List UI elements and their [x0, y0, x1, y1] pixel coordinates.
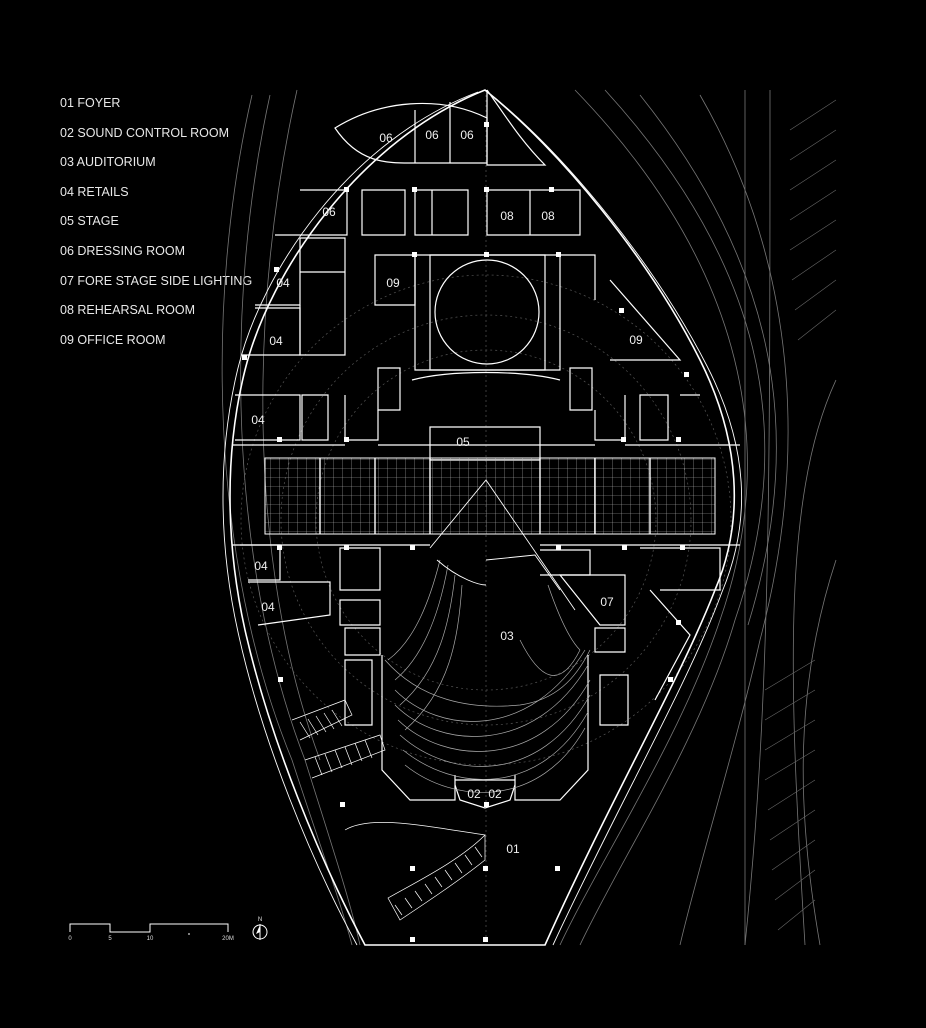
foyer-stairs — [291, 699, 486, 921]
scale-tick-20m: 20M — [222, 936, 234, 942]
building-shell — [222, 89, 743, 946]
scale-tick-5: 5 — [108, 936, 112, 942]
room-label-fore-stage-lighting: 07 — [600, 595, 614, 609]
room-label-rehearsal-b: 08 — [541, 209, 555, 223]
room-label-rehearsal-a: 08 — [500, 209, 514, 223]
scale-bar: 0 5 10 20M — [68, 923, 234, 942]
hatch-lines — [764, 99, 837, 931]
legend-item-dressing-room: 06 DRESSING ROOM — [60, 243, 186, 258]
legend-item-rehearsal-room: 08 REHEARSAL ROOM — [60, 303, 195, 318]
room-label-office-a: 09 — [386, 276, 400, 290]
room-label-foyer: 01 — [506, 842, 520, 856]
dressing-rooms-top — [334, 89, 547, 166]
legend-item-foyer: 01 FOYER — [60, 96, 121, 110]
room-label-dressing-d: 06 — [322, 205, 336, 219]
stage-band — [232, 444, 740, 546]
room-label-sound-control-a: 02 — [467, 787, 481, 801]
legend-item-retails: 04 RETAILS — [60, 184, 129, 199]
room-label-retail-b: 04 — [269, 334, 283, 348]
legend-item-fore-stage-side-lighting: 07 FORE STAGE SIDE LIGHTING — [60, 273, 253, 288]
room-label-dressing-b: 06 — [425, 128, 439, 142]
scale-tick-10: 10 — [147, 936, 154, 942]
room-label-retail-c: 04 — [251, 413, 265, 427]
room-label-dressing-c: 06 — [460, 128, 474, 142]
room-label-dressing-a: 06 — [379, 131, 393, 145]
room-label-stage: 05 — [456, 435, 470, 449]
legend: 01 FOYER 02 SOUND CONTROL ROOM 03 AUDITO… — [60, 96, 252, 362]
north-arrow-icon: N — [252, 917, 268, 940]
landscape-lines — [221, 89, 837, 946]
legend-item-auditorium: 03 AUDITORIUM — [60, 155, 156, 170]
room-walls — [235, 189, 721, 809]
auditorium-fan — [429, 479, 576, 611]
columns — [242, 122, 689, 942]
legend-item-stage: 05 STAGE — [60, 214, 119, 229]
room-label-retail-a: 04 — [276, 276, 290, 290]
legend-item-office-room: 09 OFFICE ROOM — [60, 332, 166, 347]
room-labels: 06 06 06 06 08 08 04 09 09 04 04 05 04 0… — [251, 128, 643, 856]
legend-item-sound-control-room: 02 SOUND CONTROL ROOM — [60, 125, 230, 140]
north-label: N — [258, 917, 262, 923]
room-label-retail-e: 04 — [261, 600, 275, 614]
room-label-auditorium: 03 — [500, 629, 514, 643]
scale-tick-0: 0 — [68, 936, 72, 942]
room-label-sound-control-b: 02 — [488, 787, 502, 801]
room-label-retail-d: 04 — [254, 559, 268, 573]
auditorium-seating — [384, 559, 591, 793]
stage-grid — [264, 457, 716, 535]
room-label-office-b: 09 — [629, 333, 643, 347]
